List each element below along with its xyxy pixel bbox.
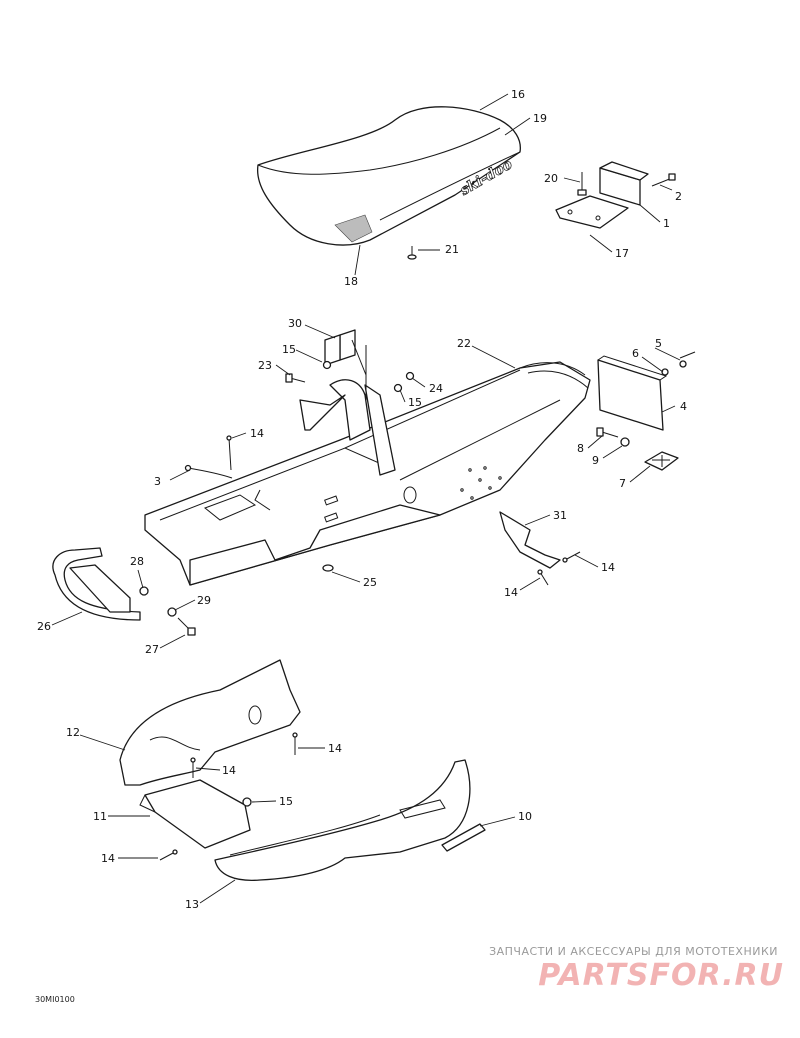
bolt-23[interactable] xyxy=(285,373,306,383)
callout-9: 9 xyxy=(592,454,599,467)
callout-21: 21 xyxy=(445,243,459,256)
callout-15-mid: 15 xyxy=(408,396,422,409)
reflector-7[interactable] xyxy=(644,451,679,471)
callout-27: 27 xyxy=(145,643,159,656)
steering-support[interactable] xyxy=(299,329,396,476)
rivet-14-f[interactable] xyxy=(159,849,178,861)
rivet-14-e[interactable] xyxy=(190,757,196,778)
callout-4: 4 xyxy=(680,400,687,413)
callout-25: 25 xyxy=(363,576,377,589)
front-bumper-26[interactable] xyxy=(52,547,141,621)
callout-11: 11 xyxy=(93,810,107,823)
washer-15-mid[interactable] xyxy=(393,383,403,393)
nut-15-bottom[interactable] xyxy=(242,797,252,807)
tunnel-vents xyxy=(460,466,502,500)
callout-28: 28 xyxy=(130,555,144,568)
callout-13: 13 xyxy=(185,898,199,911)
callout-31: 31 xyxy=(553,509,567,522)
callout-16: 16 xyxy=(511,88,525,101)
callout-14-e: 14 xyxy=(222,764,236,777)
callout-26: 26 xyxy=(37,620,51,633)
callout-7: 7 xyxy=(619,477,626,490)
callout-14-f: 14 xyxy=(101,852,115,865)
callout-8: 8 xyxy=(577,442,584,455)
skid-plate-11[interactable] xyxy=(139,779,251,849)
washer-29[interactable] xyxy=(167,607,177,617)
nut-24[interactable] xyxy=(405,371,415,381)
screw-20[interactable] xyxy=(577,172,587,196)
callout-12: 12 xyxy=(66,726,80,739)
callout-15-top: 15 xyxy=(282,343,296,356)
watermark-tagline: ЗАПЧАСТИ И АКСЕССУАРЫ ДЛЯ МОТОТЕХНИКИ xyxy=(489,945,778,958)
callout-22: 22 xyxy=(457,337,471,350)
callout-14-b: 14 xyxy=(601,561,615,574)
callout-24: 24 xyxy=(429,382,443,395)
callout-19: 19 xyxy=(533,112,547,125)
callout-17: 17 xyxy=(615,247,629,260)
cable-3[interactable] xyxy=(184,464,233,479)
callout-23: 23 xyxy=(258,359,272,372)
bracket-31[interactable] xyxy=(499,511,561,569)
callout-15-bottom: 15 xyxy=(279,795,293,808)
rivet-14-c[interactable] xyxy=(537,569,549,586)
callout-14-a: 14 xyxy=(250,427,264,440)
callout-5: 5 xyxy=(655,337,662,350)
bracket-30[interactable] xyxy=(339,329,356,361)
watermark: ЗАПЧАСТИ И АКСЕССУАРЫ ДЛЯ МОТОТЕХНИКИ PA… xyxy=(489,945,784,993)
belly-pan-13[interactable] xyxy=(214,759,471,881)
bolt-27[interactable] xyxy=(177,617,196,636)
seat-bracket[interactable] xyxy=(555,161,649,229)
callout-14-c: 14 xyxy=(504,586,518,599)
rear-flap-4[interactable] xyxy=(597,355,668,431)
callout-2: 2 xyxy=(675,190,682,203)
seat[interactable]: ski-doo xyxy=(256,106,521,246)
washer-9[interactable] xyxy=(620,437,630,447)
screw-2[interactable] xyxy=(651,173,676,187)
callout-18: 18 xyxy=(344,275,358,288)
callout-3: 3 xyxy=(154,475,161,488)
watermark-logo: PARTSFOR.RU xyxy=(538,958,784,993)
bumper-25[interactable] xyxy=(322,564,334,572)
callout-29: 29 xyxy=(197,594,211,607)
rivet-21[interactable] xyxy=(407,246,417,260)
callout-30: 30 xyxy=(288,317,302,330)
callout-6: 6 xyxy=(632,347,639,360)
rivet-14-d[interactable] xyxy=(292,732,298,755)
drawing-code: 30MI0100 xyxy=(35,995,75,1004)
washer-6[interactable] xyxy=(661,368,669,376)
callout-labels: 16 19 20 2 1 17 21 18 30 15 23 22 24 15 … xyxy=(37,88,687,911)
grab-handle-10[interactable] xyxy=(441,823,486,852)
seat-patch-18 xyxy=(334,214,373,243)
callout-14-d: 14 xyxy=(328,742,342,755)
rivet-14-a[interactable] xyxy=(226,435,232,471)
nut-28[interactable] xyxy=(139,586,149,596)
nut-15-top[interactable] xyxy=(322,360,332,370)
screw-5[interactable] xyxy=(679,351,696,368)
rivet-14-b[interactable] xyxy=(562,551,581,563)
bolt-8[interactable] xyxy=(596,427,619,438)
frame-tunnel-22[interactable] xyxy=(144,361,591,586)
callout-1: 1 xyxy=(663,217,670,230)
side-panel-12[interactable] xyxy=(119,659,301,786)
leader-lines xyxy=(51,93,681,904)
callout-20: 20 xyxy=(544,172,558,185)
callout-10: 10 xyxy=(518,810,532,823)
